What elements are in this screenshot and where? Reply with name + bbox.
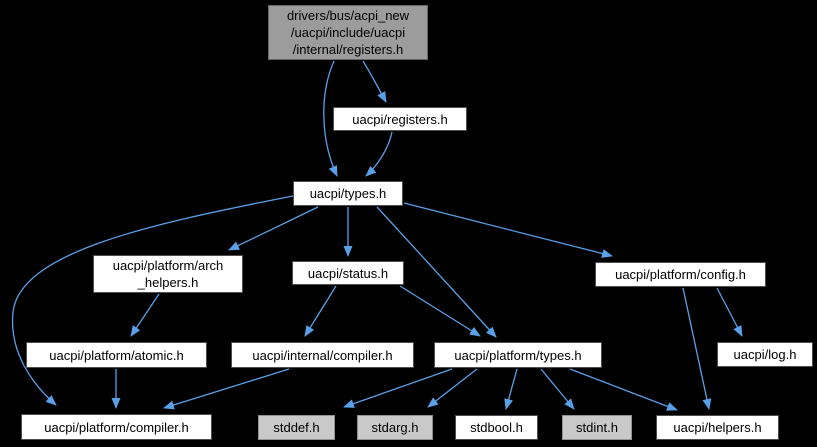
edge-types-pcompiler [11,195,294,406]
edge-ptypes-stdint [540,368,575,410]
edge-ptypes-helpers [569,368,678,411]
node-uacpi-log-h[interactable]: uacpi/log.h [717,342,813,367]
edge-root-types [323,60,338,177]
node-uacpi-registers-h[interactable]: uacpi/registers.h [333,107,467,131]
node-root-internal-registers-h: drivers/bus/acpi_new /uacpi/include/uacp… [268,5,428,60]
node-uacpi-platform-arch-helpers-h[interactable]: uacpi/platform/arch _helpers.h [93,255,243,293]
edge-types-config [403,202,613,258]
edge-registers-types [365,131,393,177]
edge-config-log [716,287,743,337]
edge-root-registers [362,60,387,103]
node-uacpi-status-h[interactable]: uacpi/status.h [292,261,404,285]
edge-status-icompiler [304,285,337,337]
edge-status-ptypes [399,285,481,337]
edge-ptypes-stddef [343,368,453,408]
node-uacpi-platform-types-h[interactable]: uacpi/platform/types.h [434,342,602,368]
node-uacpi-types-h[interactable]: uacpi/types.h [293,181,403,206]
edge-types-arch [228,206,319,251]
node-stddef-h: stddef.h [258,415,335,440]
node-uacpi-platform-atomic-h[interactable]: uacpi/platform/atomic.h [26,342,207,368]
node-stdbool-h[interactable]: stdbool.h [455,415,538,440]
edge-config-helpers [682,287,712,410]
edge-ptypes-stdarg [427,368,478,408]
node-stdint-h: stdint.h [562,415,632,440]
node-uacpi-platform-config-h[interactable]: uacpi/platform/config.h [595,262,766,287]
edge-types-ptypes [376,206,497,338]
edge-ptypes-stdbool [504,368,518,410]
node-uacpi-platform-compiler-h[interactable]: uacpi/platform/compiler.h [21,414,212,440]
edge-arch-atomic [130,293,160,337]
edge-icompiler-pcompiler [163,368,290,410]
node-stdarg-h: stdarg.h [357,415,433,440]
node-uacpi-helpers-h[interactable]: uacpi/helpers.h [656,415,779,440]
node-uacpi-internal-compiler-h[interactable]: uacpi/internal/compiler.h [231,342,414,368]
